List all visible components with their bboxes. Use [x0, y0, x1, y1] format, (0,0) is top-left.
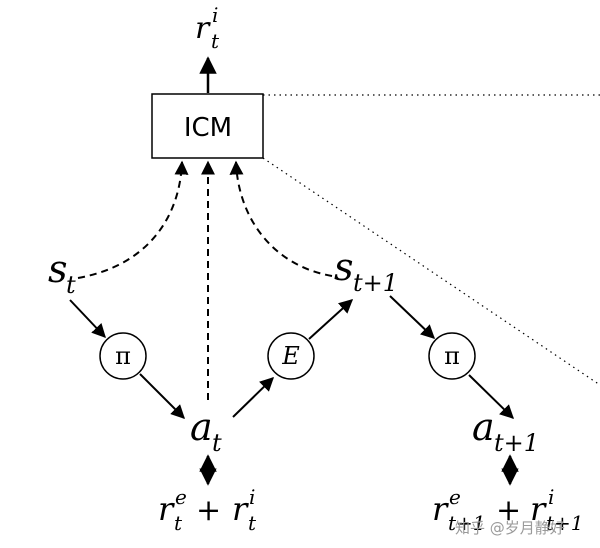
policy-node-2: [428, 332, 476, 380]
state-s-t: s t: [48, 247, 80, 299]
watermark: 知乎 @岁月静好: [455, 519, 565, 537]
reward-sum-t1: r t+1 e: [432, 485, 496, 538]
policy-node-1: [99, 332, 147, 380]
dashed-arrow-s-t: [77, 160, 189, 279]
state-s-t1: s t+1: [334, 245, 398, 297]
icm-label: ICM: [184, 113, 232, 143]
plus-t: +: [196, 493, 221, 528]
arrow-env-to-s-t1: [308, 299, 354, 340]
arrow-s-t1-to-policy: [389, 295, 436, 339]
reward-sum-t: r t e: [158, 485, 192, 538]
icm-box: [151, 93, 264, 159]
action-a-t: a t: [190, 405, 225, 457]
dashed-arrow-s-t1: [229, 160, 333, 277]
arrow-s-t-to-policy: [69, 299, 106, 339]
arrow-policy-to-a-t1: [468, 374, 515, 419]
reward-sum-t1-intrinsic: r t+1 i: [530, 485, 594, 538]
policy-node-1-label: π: [115, 342, 131, 370]
env-node-label: E: [281, 342, 300, 370]
arrow-a-t-to-env: [232, 377, 275, 418]
action-a-t1: a t+1: [472, 405, 539, 457]
env-node: [267, 332, 315, 380]
plus-t1: +: [496, 493, 521, 528]
policy-node-2-label: π: [444, 342, 460, 370]
arrow-policy-to-a-t: [139, 373, 185, 419]
reward-sum-t-intrinsic: r t i: [232, 485, 266, 538]
intrinsic-reward-label: r t i: [195, 3, 229, 56]
